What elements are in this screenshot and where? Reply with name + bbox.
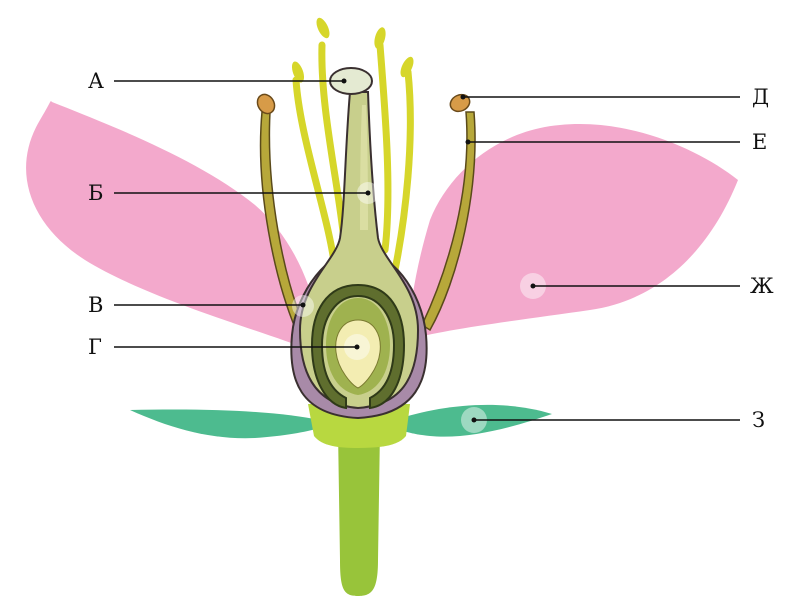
- right-front-anther: [449, 93, 471, 113]
- dot-b: [365, 190, 371, 196]
- label-z: З: [752, 408, 765, 432]
- inner-filaments: [292, 41, 414, 274]
- stem-group: [308, 404, 410, 596]
- inner-filament-1: [292, 76, 339, 274]
- inner-filament-4: [391, 68, 414, 274]
- label-e: Е: [752, 130, 767, 154]
- inner-anther-1: [291, 61, 305, 83]
- dot-zh: [530, 283, 536, 289]
- inner-filament-3: [376, 41, 392, 254]
- label-g: Г: [88, 335, 102, 359]
- dot-d: [460, 94, 466, 100]
- leader-dots: [300, 78, 536, 423]
- label-b: Б: [88, 181, 103, 205]
- style-highlight: [360, 105, 368, 230]
- inner-anthers: [291, 17, 414, 83]
- stem: [338, 430, 380, 596]
- ovule: [335, 319, 381, 389]
- label-d: Д: [752, 85, 769, 109]
- dot-e: [465, 139, 471, 145]
- inner-anther-4: [400, 56, 414, 78]
- left-sepal: [130, 409, 320, 439]
- label-zh: Ж: [750, 274, 774, 298]
- dot-a: [341, 78, 347, 84]
- left-front-anther: [256, 93, 276, 115]
- inner-anther-2: [316, 17, 330, 39]
- label-a: А: [88, 69, 104, 93]
- stamens: [256, 17, 476, 332]
- ovary-chamber: [310, 283, 406, 410]
- dot-v: [300, 302, 306, 308]
- leader-lines: [114, 80, 740, 421]
- dot-z: [471, 417, 477, 423]
- pistil: [290, 67, 428, 420]
- right-front-filament: [421, 111, 476, 332]
- dot-g: [354, 344, 360, 350]
- left-petal: [26, 101, 318, 350]
- inner-anther-3: [374, 27, 386, 49]
- labels: А Б В Г Д Е Ж З: [88, 69, 774, 432]
- label-v: В: [88, 293, 103, 317]
